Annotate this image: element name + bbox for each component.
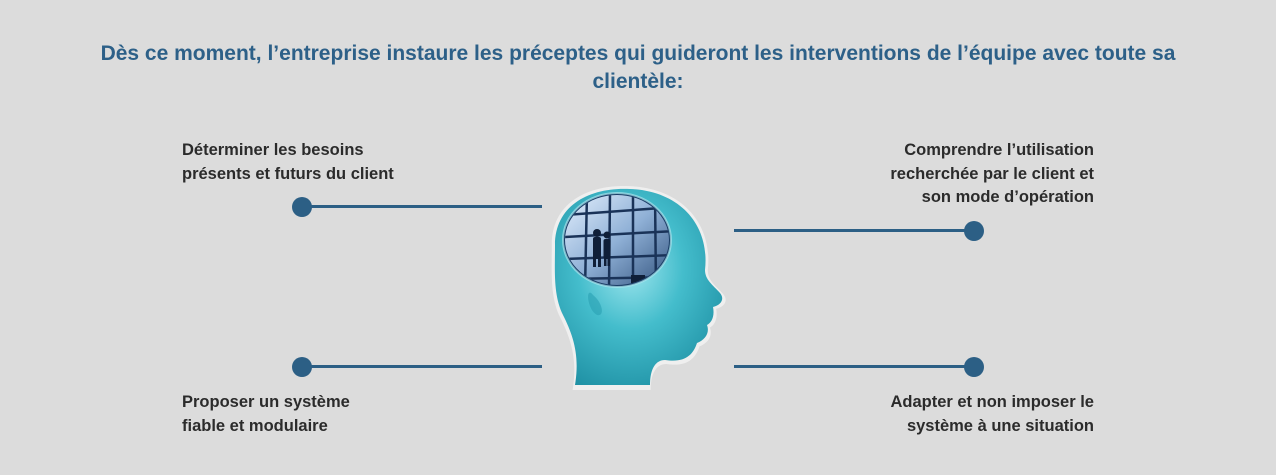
connector-line-top-left <box>300 205 542 208</box>
point-bottom-left-label: Proposer un système fiable et modulaire <box>182 393 350 435</box>
connector-line-bottom-left <box>300 365 542 368</box>
connector-line-top-right <box>734 229 974 232</box>
human-head-with-building-icon <box>535 185 740 400</box>
point-top-right-label: Comprendre l’utilisation recherchée par … <box>890 141 1094 206</box>
point-top-left-label: Déterminer les besoins présents et futur… <box>182 141 394 183</box>
page-title: Dès ce moment, l’entreprise instaure les… <box>100 42 1176 93</box>
connector-line-bottom-right <box>734 365 974 368</box>
point-bottom-right-label: Adapter et non imposer le système à une … <box>890 393 1094 435</box>
connector-dot-bottom-right <box>964 357 984 377</box>
connector-dot-top-right <box>964 221 984 241</box>
